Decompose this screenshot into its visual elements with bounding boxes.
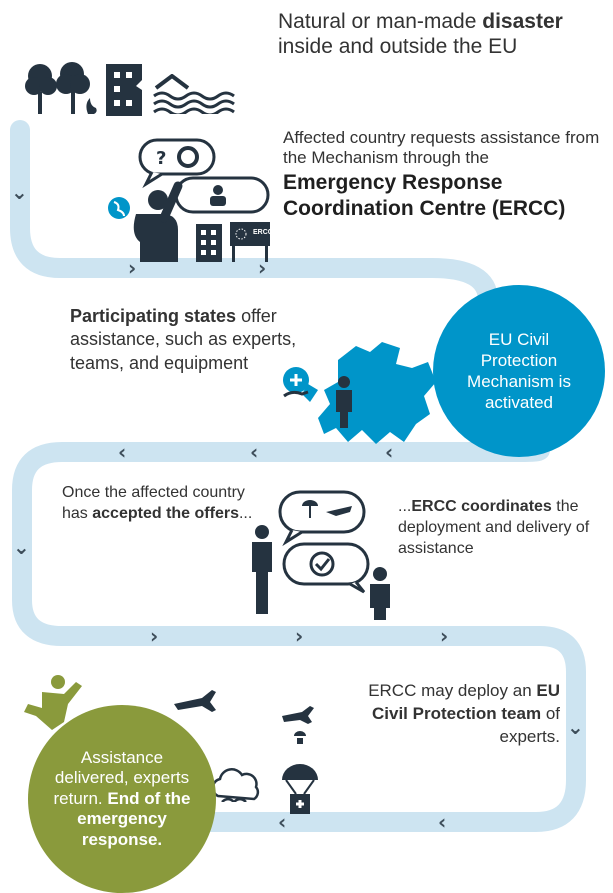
forest-fire-icon: [25, 62, 97, 114]
step-disaster-post: inside and outside the EU: [278, 34, 518, 58]
step-offer-strong: Participating states: [70, 306, 237, 326]
step-disaster-pre: Natural or man-made: [278, 10, 483, 33]
response-end-text: Assistance delivered, experts return.: [53, 748, 190, 808]
step-coordinate-strong: ERCC coordinates: [411, 498, 552, 515]
step-disaster-text: Natural or man-made disaster inside and …: [278, 10, 598, 60]
step-deploy-strong: EU Civil Protection team: [371, 681, 560, 723]
response-end-strong: End of the emergency response.: [77, 788, 191, 849]
chevron-right-icon: ›: [258, 256, 267, 280]
chevron-right-icon: ›: [150, 624, 159, 648]
aid-drop-icon: [282, 706, 318, 814]
chevron-down-icon: ⌄: [13, 535, 30, 559]
step-offer-text: Participating states offer assistance, s…: [70, 305, 335, 375]
chevron-down-icon: ⌄: [567, 715, 584, 739]
mechanism-activated-text: EU Civil Protection Mechanism is activat…: [467, 329, 571, 413]
step-request-strong: Emergency Response Coordination Centre (…: [283, 171, 566, 221]
flood-icon: [153, 74, 235, 114]
step-accept-strong: accepted the offers: [92, 504, 239, 522]
helping-hand-icon: [24, 675, 82, 730]
chevron-down-icon: ⌄: [11, 180, 28, 204]
mechanism-activated-circle: EU Civil Protection Mechanism is activat…: [433, 285, 605, 457]
smoke-cloud-icon: [211, 768, 260, 802]
chevron-left-icon: ‹: [250, 440, 259, 464]
chevron-left-icon: ‹: [118, 440, 127, 464]
step-accept-pre: Once the affected country has: [62, 484, 245, 522]
step-deploy-pre: ERCC may deploy an: [368, 681, 537, 700]
chevron-right-icon: ›: [128, 256, 137, 280]
svg-text:?: ?: [156, 148, 166, 169]
chevron-right-icon: ›: [440, 624, 449, 648]
airplane-icon: [174, 690, 216, 712]
europe-map-icon: [283, 342, 436, 444]
response-end-content: Assistance delivered, experts return. En…: [52, 748, 192, 850]
chevron-left-icon: ‹: [385, 440, 394, 464]
step-coordinate-pre: ...: [398, 498, 412, 515]
response-end-circle: Assistance delivered, experts return. En…: [28, 705, 216, 893]
step-coordinate-post: the deployment and delivery of assistanc…: [398, 498, 590, 557]
ercc-sign-label: ERCC: [253, 229, 273, 236]
step-disaster-strong: disaster: [482, 10, 563, 33]
step-deploy-text: ERCC may deploy an EU Civil Protection t…: [330, 680, 560, 749]
chevron-left-icon: ‹: [438, 810, 447, 834]
coordination-illustration: [252, 490, 390, 620]
damaged-building-icon: [106, 64, 142, 116]
step-request-text: Affected country requests assistance fro…: [283, 128, 608, 223]
step-accept-post: ...: [238, 504, 253, 522]
request-assistance-illustration: ?: [108, 138, 270, 262]
step-offer-post: offer assistance, such as experts, teams…: [70, 306, 297, 373]
step-coordinate-text: ...ERCC coordinates the deployment and d…: [398, 497, 613, 559]
step-deploy-post: of experts.: [499, 703, 560, 746]
chevron-left-icon: ‹: [278, 810, 287, 834]
step-accept-text: Once the affected country has accepted t…: [62, 483, 262, 525]
chevron-right-icon: ›: [295, 624, 304, 648]
step-request-body: Affected country requests assistance fro…: [283, 128, 600, 168]
